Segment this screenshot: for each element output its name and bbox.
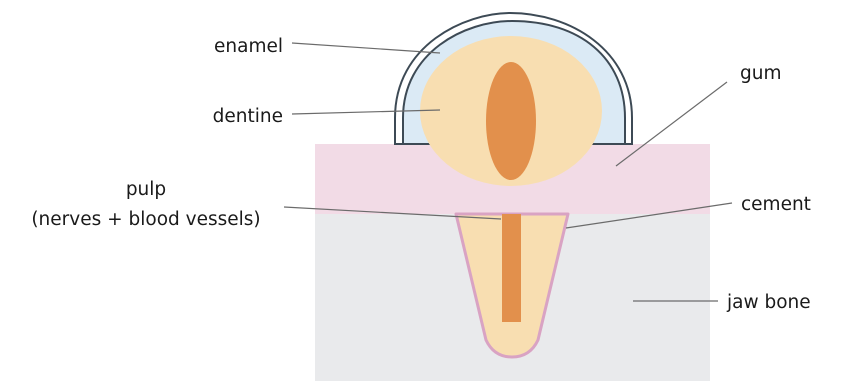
pulp-label: pulp — [126, 179, 166, 200]
enamel-leader-line — [292, 43, 440, 53]
cement-label: cement — [741, 194, 811, 215]
enamel-label: enamel — [214, 36, 283, 57]
dentine-label: dentine — [213, 106, 283, 127]
pulp-chamber — [486, 62, 536, 180]
root-canal — [502, 214, 521, 322]
gum-label: gum — [740, 63, 782, 84]
jaw-bone-label: jaw bone — [726, 292, 811, 313]
pulp-detail-label: (nerves + blood vessels) — [31, 209, 260, 230]
